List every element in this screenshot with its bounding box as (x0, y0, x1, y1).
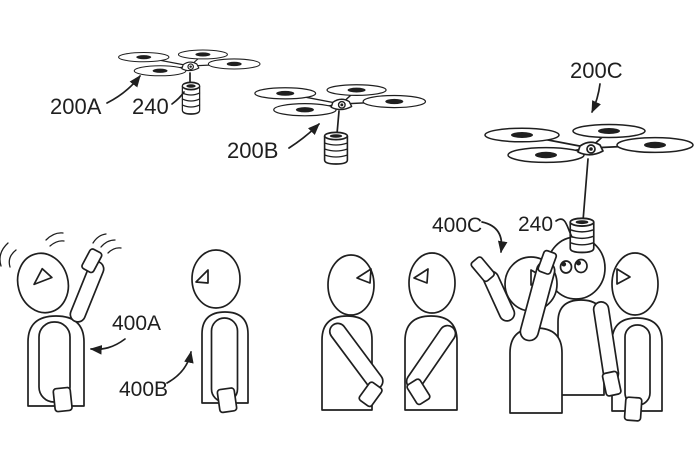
leader-arrow-200b (288, 123, 320, 149)
label-payload-240c: 240 (518, 213, 553, 236)
leader-arrow-400c (481, 221, 508, 254)
label-payload-240a: 240 (132, 94, 169, 119)
waist-device (216, 387, 238, 414)
crowd (321, 217, 663, 422)
payload-can-icon (569, 217, 595, 254)
phone-icon (470, 256, 496, 283)
person-400c (470, 249, 563, 414)
head-motion-lines-right (45, 232, 65, 247)
tether-line (582, 158, 589, 222)
left-pupil (561, 261, 567, 267)
drone-200b (254, 84, 427, 165)
drone-200a (118, 49, 261, 115)
leader-arrow-400a (89, 338, 126, 355)
face-direction-marker (356, 268, 372, 284)
leader-line-240c (555, 218, 573, 238)
quadcopter-icon (484, 123, 694, 164)
phone-icon (537, 249, 558, 275)
handheld-device (358, 381, 383, 408)
label-person-400a: 400A (112, 312, 161, 335)
leader-arrow-200c (591, 83, 601, 114)
quadcopter-icon (118, 49, 261, 77)
person-400a (0, 232, 122, 413)
crowd-person-2 (404, 252, 458, 411)
label-drone-200c: 200C (570, 58, 623, 83)
right-pupil (576, 260, 581, 266)
face-direction-marker (195, 269, 209, 284)
label-person-400c: 400C (432, 214, 482, 237)
drone-200c (484, 123, 694, 222)
torso (509, 327, 563, 414)
leader-arrow-200a (106, 75, 141, 104)
waist-device (623, 396, 643, 422)
payload-can-icon (323, 131, 349, 165)
face-direction-marker (413, 268, 429, 284)
leader-arrow-400b (166, 350, 194, 384)
payload-can-icon (181, 81, 201, 115)
head (327, 254, 375, 316)
head (611, 252, 659, 316)
handheld-device (406, 378, 431, 406)
torso (201, 311, 249, 404)
waist-device (52, 386, 73, 413)
crowd-person-right (611, 252, 663, 422)
handheld-device (601, 370, 622, 397)
label-drone-200a: 200A (50, 94, 102, 119)
quadcopter-icon (254, 84, 427, 117)
head (408, 252, 456, 314)
crowd-person-1 (321, 254, 384, 411)
hand-motion-lines (92, 233, 122, 254)
leader-line-240a (171, 91, 185, 105)
head (191, 249, 241, 309)
head-motion-lines-left (0, 242, 17, 268)
label-person-400b: 400B (119, 378, 168, 401)
phone-icon (81, 248, 103, 274)
reference-labels: 200A 240 200B 200C 400A 400B 400C 240 (50, 58, 623, 401)
face-direction-marker (616, 268, 631, 285)
tether-line (336, 110, 340, 135)
label-drone-200b: 200B (227, 138, 278, 163)
head (16, 252, 70, 314)
person-400b (191, 249, 249, 414)
face-direction-marker (33, 267, 53, 286)
